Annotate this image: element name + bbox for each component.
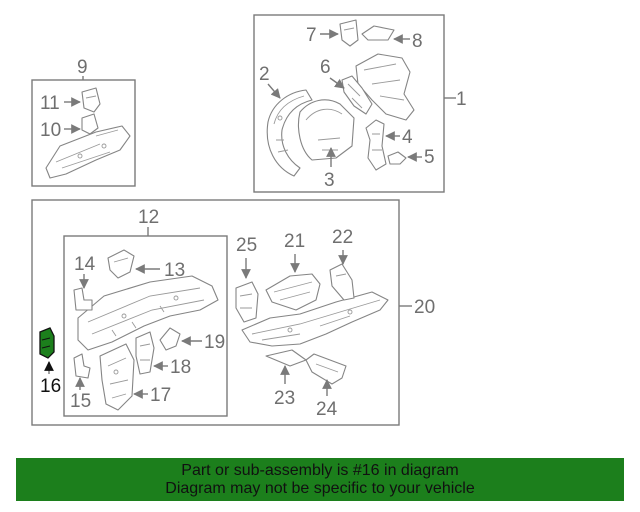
info-banner: Part or sub-assembly is #16 in diagram D… (16, 458, 624, 501)
callout-16[interactable]: 16 (40, 376, 61, 397)
callout-21[interactable]: 21 (284, 231, 305, 252)
part-1-apron[interactable] (355, 53, 415, 121)
part-22-bracket[interactable] (329, 263, 355, 301)
callout-15[interactable]: 15 (70, 391, 91, 412)
group-box-12 (63, 235, 228, 417)
banner-line-1: Part or sub-assembly is #16 in diagram (181, 462, 459, 479)
part-14-bracket[interactable] (73, 287, 93, 311)
part-23-bracket[interactable] (265, 349, 307, 367)
callout-20[interactable]: 20 (414, 297, 435, 318)
callout-9[interactable]: 9 (77, 57, 88, 78)
callout-18[interactable]: 18 (170, 357, 191, 378)
callout-23[interactable]: 23 (274, 388, 295, 409)
callout-14[interactable]: 14 (74, 254, 96, 275)
part-4-bracket[interactable] (365, 119, 387, 171)
callout-13[interactable]: 13 (164, 260, 185, 281)
part-20-frame-section[interactable] (241, 291, 389, 347)
callout-4[interactable]: 4 (402, 127, 413, 148)
callout-17[interactable]: 17 (150, 385, 171, 406)
callout-24[interactable]: 24 (316, 399, 338, 420)
part-8-plate[interactable] (361, 25, 395, 41)
part-7-bracket[interactable] (339, 19, 359, 47)
callout-5[interactable]: 5 (424, 147, 435, 168)
part-13-bracket[interactable] (107, 249, 135, 279)
part-21-bracket[interactable] (265, 273, 321, 311)
callout-8[interactable]: 8 (412, 31, 423, 52)
part-25-bracket[interactable] (235, 281, 259, 323)
callout-6[interactable]: 6 (320, 57, 331, 78)
parts-diagram: 1 2 3 6 7 8 4 (31, 14, 467, 426)
part-19-bracket[interactable] (159, 327, 181, 351)
callout-10[interactable]: 10 (40, 120, 61, 141)
callout-2[interactable]: 2 (259, 64, 270, 85)
group-box-20 (31, 199, 400, 426)
part-2-wheelhouse-outer[interactable] (266, 89, 313, 177)
part-24-bracket[interactable] (305, 353, 347, 385)
callout-22[interactable]: 22 (332, 227, 353, 248)
group-box-1 (253, 14, 445, 193)
part-10-bracket[interactable] (81, 113, 99, 135)
part-15-bracket[interactable] (73, 353, 91, 379)
callout-19[interactable]: 19 (204, 332, 225, 353)
banner-line-2: Diagram may not be specific to your vehi… (165, 480, 475, 497)
part-16-highlighted[interactable] (39, 327, 55, 359)
callout-11[interactable]: 11 (40, 93, 60, 114)
callout-12[interactable]: 12 (138, 207, 159, 228)
part-3-wheelhouse-inner[interactable] (297, 99, 355, 161)
callout-7[interactable]: 7 (306, 25, 317, 46)
part-11-bracket[interactable] (81, 87, 101, 113)
callout-3[interactable]: 3 (324, 170, 335, 191)
callout-25[interactable]: 25 (236, 235, 257, 256)
part-5-clip[interactable] (387, 151, 407, 165)
part-17-reinforcement[interactable] (99, 343, 135, 411)
part-6-bracket[interactable] (341, 75, 373, 115)
callout-1[interactable]: 1 (456, 89, 467, 110)
part-18-bracket[interactable] (135, 331, 155, 375)
part-9-rail-extension[interactable] (45, 125, 131, 179)
part-12-frame-rail[interactable] (77, 275, 219, 351)
